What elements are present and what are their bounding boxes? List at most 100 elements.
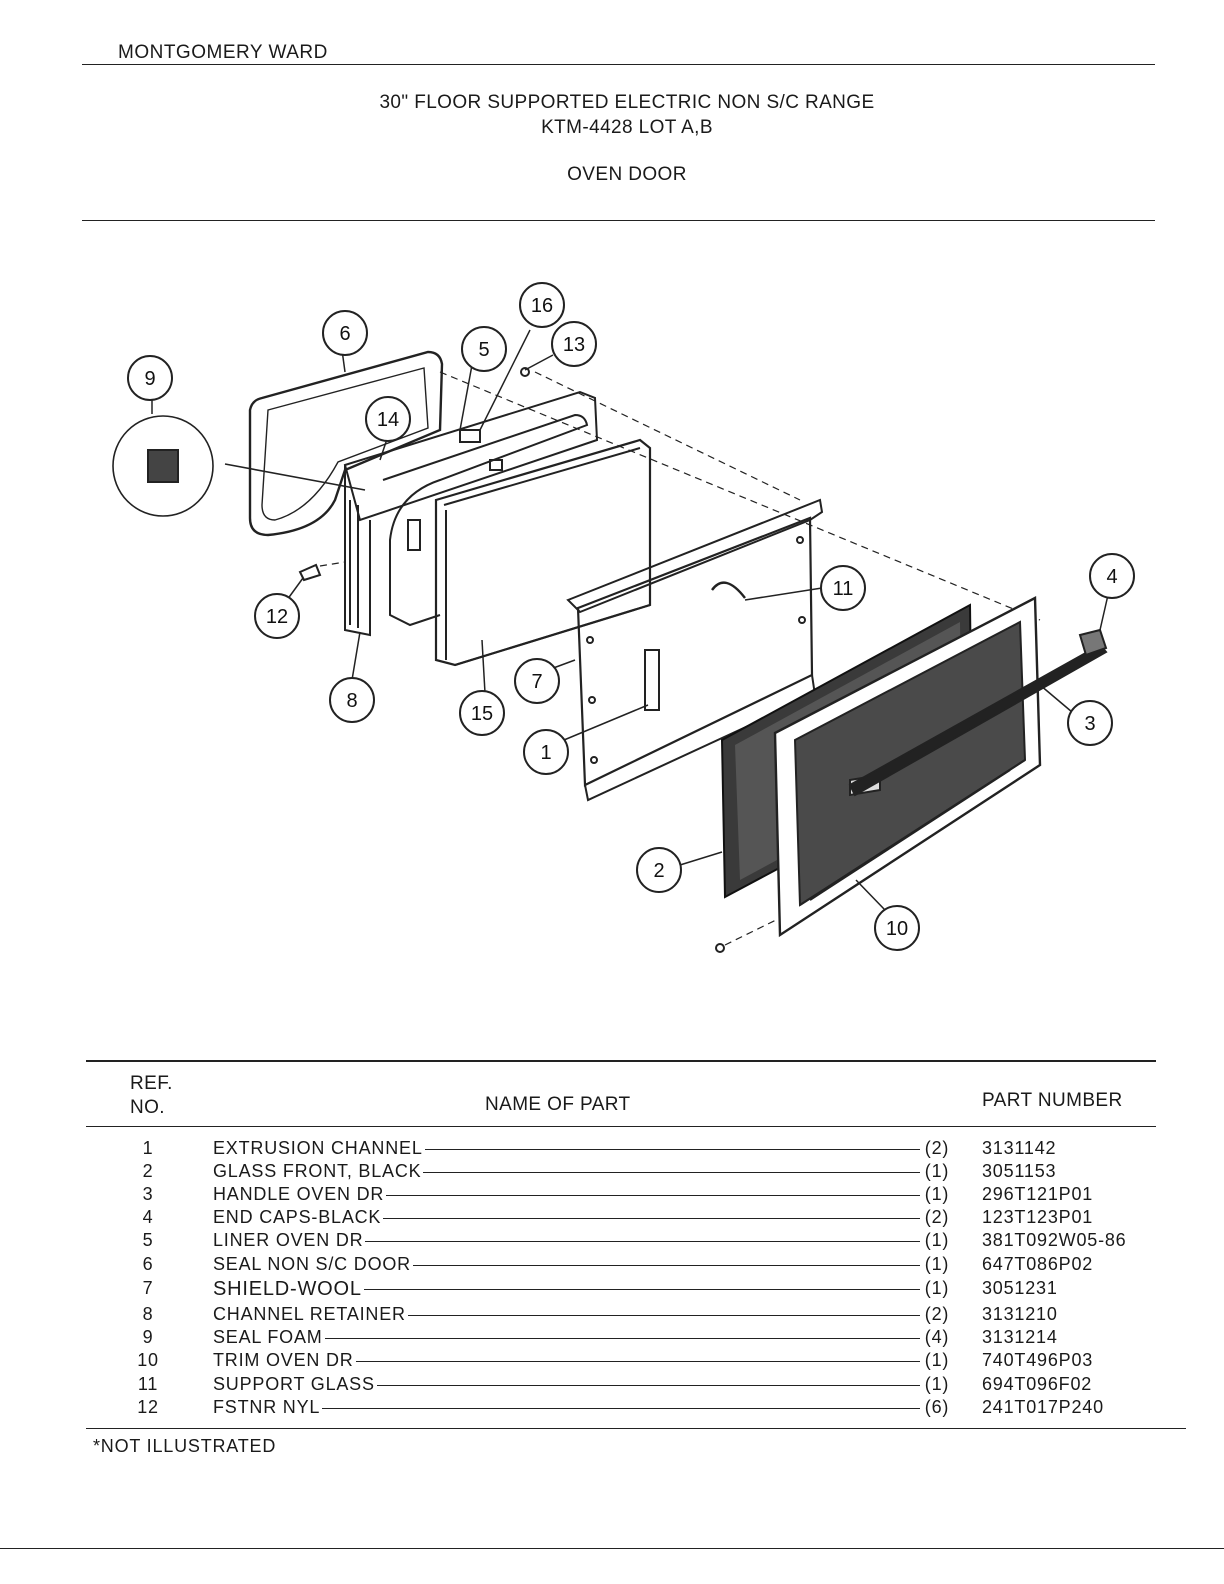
table-row: 1 EXTRUSION CHANNEL (2) 3131142 xyxy=(0,1138,1224,1162)
callout-2: 2 xyxy=(636,847,682,893)
table-row: 9 SEAL FOAM (4) 3131214 xyxy=(0,1327,1224,1351)
section-title: OVEN DOOR xyxy=(567,164,687,185)
row-qty: (1) xyxy=(920,1350,954,1371)
row-qty: (1) xyxy=(920,1278,954,1299)
title-block: 30" FLOOR SUPPORTED ELECTRIC NON S/C RAN… xyxy=(0,90,1224,187)
title-rule xyxy=(82,220,1155,221)
svg-text:12: 12 xyxy=(266,606,288,628)
callout-5: 5 xyxy=(461,326,507,372)
table-row: 4 END CAPS-BLACK (2) 123T123P01 xyxy=(0,1207,1224,1231)
row-qty: (1) xyxy=(920,1374,954,1395)
assembly-lines xyxy=(319,371,1041,946)
row-part-name: TRIM OVEN DR xyxy=(213,1350,356,1371)
row-ref: 7 xyxy=(142,1278,154,1298)
row-part-number: 3131142 xyxy=(982,1138,1057,1158)
svg-text:13: 13 xyxy=(563,334,585,356)
svg-text:11: 11 xyxy=(833,578,854,600)
table-row: 7 SHIELD-WOOL (1) 3051231 xyxy=(0,1278,1224,1302)
brand-name: MONTGOMERY WARD xyxy=(118,42,328,63)
row-part-number: 241T017P240 xyxy=(982,1397,1104,1417)
table-row: 10 TRIM OVEN DR (1) 740T496P03 xyxy=(0,1350,1224,1374)
svg-text:5: 5 xyxy=(478,339,489,361)
leader-line xyxy=(300,1408,920,1409)
table-row: 11 SUPPORT GLASS (1) 694T096F02 xyxy=(0,1374,1224,1398)
row-ref: 8 xyxy=(142,1304,154,1324)
callout-14: 14 xyxy=(365,396,411,442)
row-part-name: HANDLE OVEN DR xyxy=(213,1184,387,1205)
row-part-name: CHANNEL RETAINER xyxy=(213,1304,408,1325)
table-bottom-rule xyxy=(86,1428,1186,1429)
row-ref: 12 xyxy=(137,1397,159,1417)
row-qty: (1) xyxy=(920,1254,954,1275)
row-part-name: END CAPS-BLACK xyxy=(213,1207,384,1228)
row-ref: 11 xyxy=(137,1374,159,1394)
row-part-name: GLASS FRONT, BLACK xyxy=(213,1161,424,1182)
svg-text:14: 14 xyxy=(377,409,399,431)
part-liner xyxy=(343,390,599,637)
table-row: 12 FSTNR NYL (6) 241T017P240 xyxy=(0,1397,1224,1421)
leader-line xyxy=(300,1149,920,1150)
row-qty: (2) xyxy=(920,1138,954,1159)
callout-8: 8 xyxy=(329,677,375,723)
svg-text:4: 4 xyxy=(1106,566,1117,588)
row-part-name: FSTNR NYL xyxy=(213,1397,323,1418)
row-qty: (6) xyxy=(920,1397,954,1418)
header-name-of-part: NAME OF PART xyxy=(485,1094,631,1115)
svg-text:10: 10 xyxy=(886,918,908,940)
svg-text:8: 8 xyxy=(346,690,357,712)
svg-text:7: 7 xyxy=(531,671,542,693)
leader-line xyxy=(300,1172,920,1173)
callout-6: 6 xyxy=(322,310,368,356)
row-part-name: LINER OVEN DR xyxy=(213,1230,366,1251)
svg-text:15: 15 xyxy=(471,703,493,725)
table-row: 6 SEAL NON S/C DOOR (1) 647T086P02 xyxy=(0,1254,1224,1278)
row-part-number: 3051231 xyxy=(982,1278,1058,1298)
row-part-name: SUPPORT GLASS xyxy=(213,1374,377,1395)
header-part-number: PART NUMBER xyxy=(982,1090,1123,1111)
svg-text:16: 16 xyxy=(531,295,553,317)
table-header-rule xyxy=(86,1126,1156,1127)
title-line-1: 30" FLOOR SUPPORTED ELECTRIC NON S/C RAN… xyxy=(379,92,875,113)
row-part-number: 381T092W05-86 xyxy=(982,1230,1127,1250)
footnote: *NOT ILLUSTRATED xyxy=(93,1436,277,1456)
callout-1: 1 xyxy=(523,729,569,775)
exploded-diagram: 1 2 3 4 5 6 7 8 9 10 11 12 13 14 15 16 xyxy=(112,282,1135,953)
callout-11: 11 xyxy=(820,565,866,611)
callout-4: 4 xyxy=(1089,553,1135,599)
row-qty: (4) xyxy=(920,1327,954,1348)
part-seal-foam-detail xyxy=(112,415,366,517)
part-seal-door xyxy=(248,350,444,537)
row-part-number: 3131214 xyxy=(982,1327,1058,1347)
row-ref: 4 xyxy=(142,1207,154,1227)
row-part-number: 123T123P01 xyxy=(982,1207,1094,1227)
row-part-name: SEAL FOAM xyxy=(213,1327,325,1348)
part-inner-glass xyxy=(434,438,652,667)
callout-10: 10 xyxy=(874,905,920,951)
row-ref: 2 xyxy=(142,1161,154,1181)
row-qty: (1) xyxy=(920,1161,954,1182)
row-part-number: 694T096F02 xyxy=(982,1374,1093,1394)
header-ref-line2: NO. xyxy=(130,1097,165,1118)
svg-text:2: 2 xyxy=(653,860,664,882)
callout-12: 12 xyxy=(254,593,300,639)
leader-line xyxy=(300,1195,920,1196)
callout-15: 15 xyxy=(459,690,505,736)
table-row: 3 HANDLE OVEN DR (1) 296T121P01 xyxy=(0,1184,1224,1208)
callout-16: 16 xyxy=(519,282,565,328)
table-row: 2 GLASS FRONT, BLACK (1) 3051153 xyxy=(0,1161,1224,1185)
leader-line xyxy=(300,1241,920,1242)
table-top-rule xyxy=(86,1060,1156,1062)
svg-text:3: 3 xyxy=(1084,713,1095,735)
svg-text:1: 1 xyxy=(540,742,551,764)
row-qty: (2) xyxy=(920,1304,954,1325)
leader-line xyxy=(300,1218,920,1219)
header-ref-line1: REF. xyxy=(130,1073,173,1094)
leader-line xyxy=(300,1315,920,1316)
row-part-name: EXTRUSION CHANNEL xyxy=(213,1138,425,1159)
row-part-number: 296T121P01 xyxy=(982,1184,1094,1204)
row-ref: 9 xyxy=(142,1327,154,1347)
row-part-number: 3131210 xyxy=(982,1304,1058,1324)
leader-line xyxy=(300,1338,920,1339)
row-ref: 3 xyxy=(142,1184,154,1204)
svg-text:6: 6 xyxy=(339,323,350,345)
